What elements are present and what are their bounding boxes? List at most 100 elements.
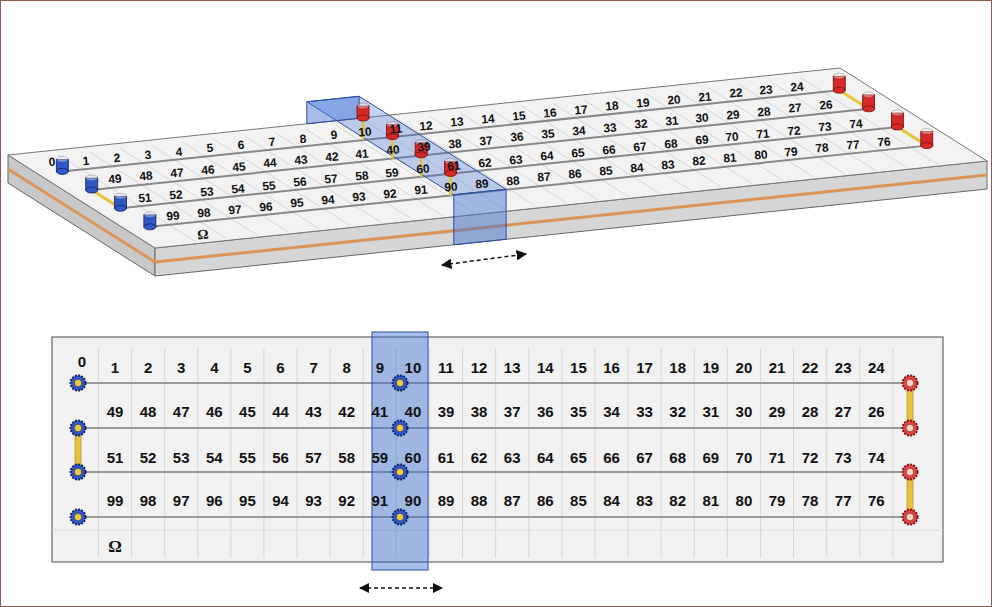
knob-center	[74, 424, 82, 432]
scale-number: 56	[293, 176, 307, 189]
scale-number: 9	[376, 360, 384, 375]
scale-number: 62	[478, 156, 492, 169]
knob-center	[396, 513, 404, 521]
knob-base	[921, 143, 933, 149]
scale-number: 18	[605, 100, 619, 113]
grid-line	[197, 348, 198, 558]
scale-number: 2	[113, 152, 121, 165]
scale-number: 97	[228, 203, 242, 216]
scale-number: 19	[702, 360, 719, 375]
scale-number: 51	[138, 192, 152, 205]
scale-number: 77	[835, 493, 852, 508]
knob-rim	[71, 465, 86, 480]
knob-center	[396, 424, 404, 432]
scale-number: 95	[290, 197, 304, 210]
grid-line	[495, 348, 496, 558]
scale-number: 86	[537, 493, 554, 508]
scale-number: 36	[510, 131, 524, 144]
grid-line	[793, 348, 794, 558]
scale-number: 35	[570, 404, 587, 419]
grid-line	[59, 155, 196, 242]
scale-number: 33	[603, 121, 617, 134]
scale-number: 34	[572, 124, 586, 137]
slider-back	[307, 96, 359, 124]
scale-number: 48	[139, 170, 153, 183]
scale-number: 15	[512, 109, 526, 122]
scale-number: 60	[416, 163, 430, 176]
scale-number: 81	[702, 493, 719, 508]
scale-number: 69	[702, 450, 719, 465]
scale-number: 16	[603, 360, 620, 375]
scale-number: 95	[239, 493, 256, 508]
knob-center	[74, 468, 82, 476]
scale-number: 98	[140, 493, 157, 508]
scale-number: 22	[802, 360, 819, 375]
knob-top	[56, 156, 68, 162]
scale-number: 94	[272, 493, 289, 508]
resistance-wire	[78, 516, 910, 518]
scale-number: 4	[210, 360, 218, 375]
terminal-knob	[833, 73, 845, 93]
terminal-knob	[393, 421, 408, 436]
knob-top	[921, 129, 933, 135]
scale-number: 97	[173, 493, 190, 508]
scale-number: 79	[769, 493, 786, 508]
scale-number: 44	[263, 157, 277, 170]
scale-number: 87	[537, 171, 551, 184]
scale-number: 68	[663, 137, 677, 150]
scale-number: 20	[666, 93, 680, 106]
scale-number: 18	[669, 360, 686, 375]
scale-number: 56	[272, 450, 289, 465]
terminal-knob	[114, 193, 126, 211]
scale-number: 92	[338, 493, 355, 508]
grid-line	[859, 348, 860, 558]
scale-number: 65	[571, 147, 585, 160]
resistance-wire	[78, 427, 910, 429]
terminal-knob	[71, 421, 86, 436]
scale-number: 1	[111, 360, 119, 375]
knob-top	[86, 175, 98, 181]
grid-line	[760, 348, 761, 558]
scale-number: 39	[417, 141, 431, 154]
terminal-knob	[921, 129, 933, 149]
grid-line	[594, 348, 595, 558]
scale-number: 11	[389, 122, 403, 135]
knob-rim	[903, 421, 918, 436]
scale-number: 0	[78, 354, 86, 369]
scale-number: 53	[173, 450, 190, 465]
scale-number: 41	[371, 404, 388, 419]
board-top	[8, 68, 987, 248]
terminal-knob	[891, 110, 903, 130]
scale-number: 82	[669, 493, 686, 508]
scale-number: 24	[790, 80, 804, 93]
grid-line	[363, 348, 364, 558]
scale-number: 23	[759, 84, 773, 97]
terminal-knob	[56, 156, 68, 174]
scale-number: 1	[83, 155, 91, 168]
scale-number: 89	[475, 177, 489, 190]
scale-number: 94	[321, 193, 335, 206]
scale-number: 86	[568, 168, 582, 181]
knob-rim	[903, 465, 918, 480]
knob-rim	[393, 421, 408, 436]
scale-number: 77	[846, 139, 860, 152]
grid-line	[561, 348, 562, 558]
scale-number: 72	[787, 124, 801, 137]
scale-number: 42	[338, 404, 355, 419]
scale-number: 90	[444, 181, 458, 194]
grid-line	[528, 348, 529, 558]
scale-number: 59	[385, 166, 399, 179]
scale-number: 84	[630, 161, 644, 174]
scale-number: 99	[107, 493, 124, 508]
scale-number: 10	[357, 126, 371, 139]
scale-number: 71	[756, 127, 770, 140]
scale-number: 67	[633, 140, 647, 153]
scale-number: 16	[543, 106, 557, 119]
knob-rim	[71, 376, 86, 391]
scale-number: 3	[177, 360, 185, 375]
scale-number: 45	[232, 160, 246, 173]
scale-number: 20	[736, 360, 753, 375]
scale-number: 5	[206, 142, 214, 155]
scale-number: 17	[574, 103, 588, 116]
scale-number: 49	[108, 173, 122, 186]
